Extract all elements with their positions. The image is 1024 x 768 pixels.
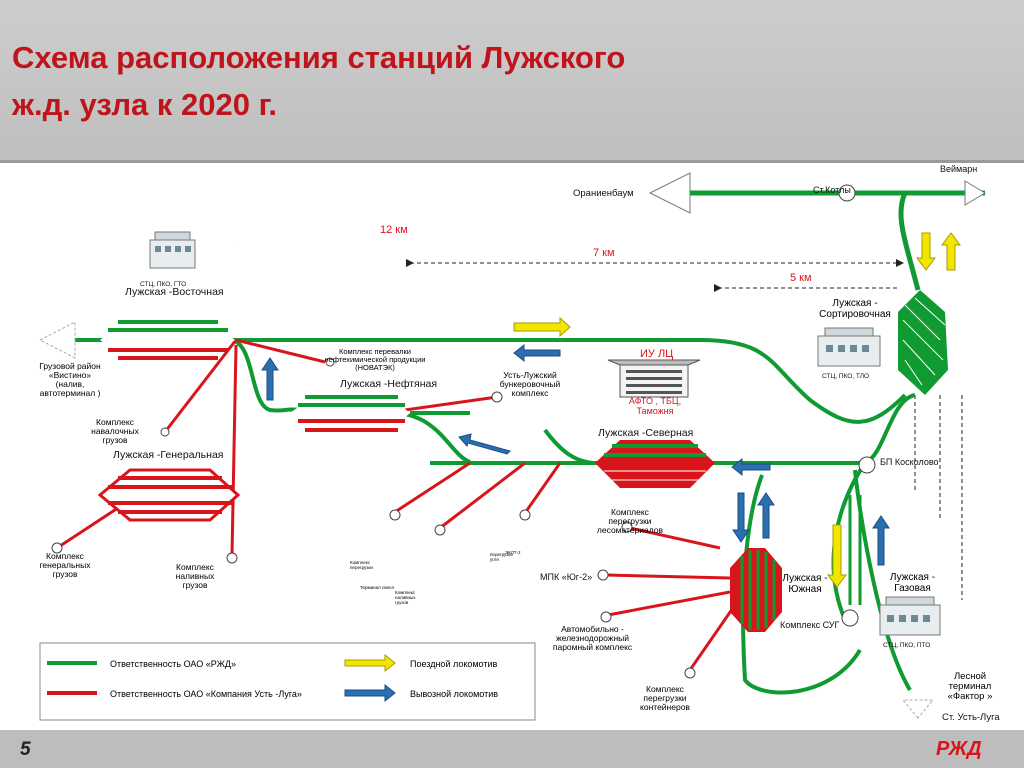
label-neftyanaya: Лужская -Нефтяная: [340, 378, 437, 390]
label-sug: Комплекс СУГ: [780, 620, 840, 630]
gazovaya-tracks: [848, 495, 862, 605]
label-bldg-gazovaya: СТЦ, ПКО, ПТО: [883, 642, 930, 649]
legend-rzd: Ответственность ОАО «РЖД»: [110, 659, 236, 669]
slide-header: Схема расположения станций Лужского ж.д.…: [0, 0, 1024, 160]
label-yuzhnaya: Лужская - Южная: [782, 573, 828, 595]
label-small-c: Терминал свелл: [360, 585, 395, 590]
building-sortirovochnaya: [817, 327, 881, 367]
slide-title: Схема расположения станций Лужского ж.д.…: [12, 40, 626, 122]
label-veimarn: Веймарн: [940, 164, 977, 174]
dist-12-label: 12 км: [380, 224, 408, 236]
oranienbaum-arrow-end: [648, 172, 691, 214]
label-les-terminal: Лесной терминал «Фактор »: [947, 672, 993, 702]
ust-luga-end: [901, 699, 935, 719]
koskolovo-circle: [858, 456, 876, 474]
label-gruzovoy: Грузовой район «Вистино» (налив, автотер…: [39, 362, 101, 398]
label-bldg-sortirovochnaya: СТЦ, ПКО, ТЛО: [822, 373, 869, 380]
label-generalnyh: Комплекс генеральных грузов: [39, 552, 91, 579]
label-iu-lc: ИУ ЛЦ: [640, 348, 673, 360]
label-bldg-vostochnaya: СТЦ, ПКО, ГТО: [140, 281, 186, 288]
label-gazovaya: Лужская - Газовая: [889, 572, 936, 594]
station-diagram: 12 км 7 км 5 км: [38, 164, 1000, 723]
red-branches: [56, 338, 737, 671]
building-vostochnaya: [149, 231, 196, 269]
label-vostochnaya: Лужская -Восточная: [125, 286, 224, 298]
sug-circle: [841, 609, 859, 627]
yard-sortirovochnaya: [898, 290, 948, 395]
west-line-end: [38, 321, 76, 359]
legend-export: Вывозной локомотив: [410, 689, 498, 699]
export-locomotive-arrows: [261, 343, 890, 566]
label-nalivnyh: Комплекс наливных грузов: [175, 563, 215, 590]
svg-text:РЖД: РЖД: [936, 738, 982, 760]
label-bunker: Усть-Лужский бункеровочный комплекс: [499, 371, 561, 398]
label-koskolovo: БП Косколово: [880, 457, 939, 467]
label-navalochnyh: Комплекс навалочных грузов: [91, 418, 139, 445]
yard-generalnaya: [97, 468, 241, 522]
label-kotly: Ст.Котлы: [813, 185, 851, 195]
yard-severnaya: [595, 440, 715, 488]
label-severnaya: Лужская -Северная: [598, 427, 693, 439]
rzd-logo: РЖД: [932, 734, 1002, 767]
label-novatek: Комплекс перевалки нефтехимической проду…: [324, 348, 426, 372]
label-sortirovochnaya: Лужская - Сортировочная: [819, 298, 891, 320]
legend-swatch-export: [344, 683, 396, 703]
label-small-a: Комплекс перегрузки: [350, 560, 373, 570]
label-small-b: перегрузки угля: [490, 552, 513, 562]
oranienbaum-line: [648, 172, 986, 291]
kotly-circle: [838, 184, 856, 202]
dist-7-label: 7 км: [593, 247, 615, 259]
label-ust-luga: Ст. Усть-Луга: [942, 712, 1000, 723]
label-afto: АФТО , ТБЦ, Таможня: [628, 396, 682, 416]
page-number: 5: [20, 739, 31, 760]
legend: Ответственность ОАО «РЖД» Ответственност…: [39, 642, 536, 721]
diagram-canvas: 12 км 7 км 5 км: [0, 163, 1024, 730]
dist-5-label: 5 км: [790, 272, 812, 284]
slide-footer: 5 РЖД: [0, 730, 1024, 768]
legend-train: Поездной локомотив: [410, 659, 498, 669]
yard-vostochnaya: [100, 318, 235, 362]
label-konteinerov: Комплекс перегрузки контейнеров: [640, 685, 690, 712]
building-iu-lc: [607, 359, 701, 398]
legend-ustluga: Ответственность ОАО «Компания Усть -Луга…: [110, 689, 302, 699]
label-generalnaya: Лужская -Генеральная: [113, 449, 223, 461]
building-gazovaya: [879, 596, 941, 636]
label-yug2: МПК «Юг-2»: [540, 572, 592, 582]
yard-yuzhnaya: [730, 548, 782, 632]
yard-neftyanaya: [290, 393, 410, 435]
legend-swatch-train: [344, 653, 396, 673]
distance-lines: [406, 259, 963, 600]
label-parom: Автомобильно - железнодорожный паромный …: [552, 625, 633, 652]
label-lesomaterialov: Комплекс перегрузки лесоматериалов: [596, 508, 664, 535]
train-locomotive-arrows: [513, 232, 961, 588]
label-small-e: ЭКЛТ-2: [505, 550, 521, 555]
label-small-d: Комплекс наливных грузов: [395, 590, 416, 605]
label-oranienbaum: Ораниенбаум: [573, 188, 634, 199]
header-divider: [0, 160, 1024, 163]
veimarn-arrow-end: [964, 180, 986, 206]
station-circles: [51, 184, 876, 679]
